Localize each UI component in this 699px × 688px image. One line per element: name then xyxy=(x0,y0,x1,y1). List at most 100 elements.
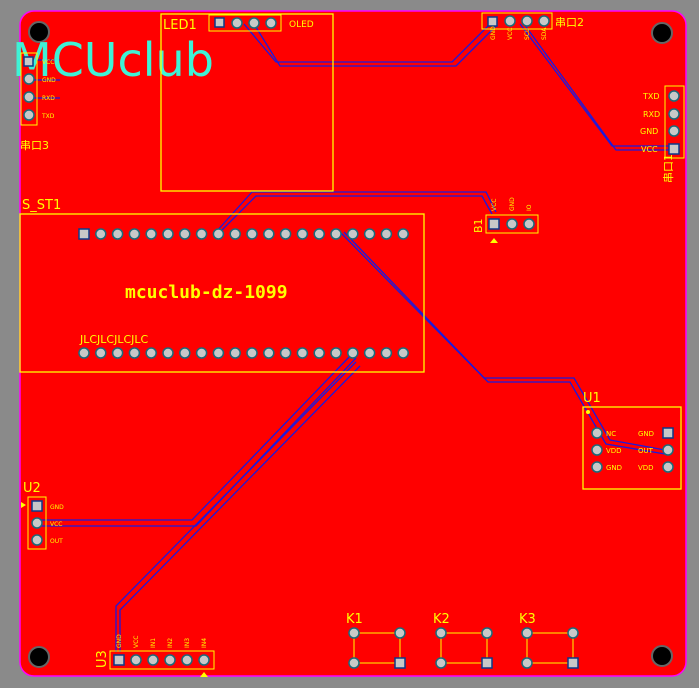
k3-outline xyxy=(526,632,574,664)
u2-pad-3 xyxy=(31,534,43,546)
u3-pin1-marker xyxy=(200,672,208,677)
s-st1-outline xyxy=(19,213,425,373)
led1-label: LED1 xyxy=(163,18,197,33)
uart2-header: 串口2 GND VCC SCL SDA xyxy=(481,12,584,40)
led1-pad-4 xyxy=(265,17,277,29)
mounting-hole-bottom-left xyxy=(28,646,50,668)
u1-outline xyxy=(582,406,682,490)
brand-logo: MCUclub xyxy=(12,33,214,87)
b1-header: B1 VCC GND IO xyxy=(472,197,539,243)
b1-label: B1 xyxy=(472,218,485,233)
b1-pin-3-label: IO xyxy=(526,204,533,211)
k2-label: K2 xyxy=(433,612,450,627)
s-st1-bottom-pad-6 xyxy=(162,347,174,359)
uart1-pin-3-label: GND xyxy=(640,127,658,136)
uart3-label: 串口3 xyxy=(20,139,49,152)
traces xyxy=(26,21,672,652)
s-st1-bottom-pad-20 xyxy=(397,347,409,359)
b1-pad-3 xyxy=(523,218,535,230)
uart2-pad-4 xyxy=(538,15,550,27)
u3-label: U3 xyxy=(95,650,110,668)
s-st1-top-pin-row xyxy=(78,228,409,240)
uart1-outline xyxy=(664,85,685,159)
u2-module: U2 GND VCC OUT xyxy=(21,481,64,550)
u1-pad-l3 xyxy=(591,461,603,473)
led1-pad-1 xyxy=(214,17,225,28)
k3-label: K3 xyxy=(519,612,536,627)
k3-pad-3 xyxy=(521,657,533,669)
k1-outline xyxy=(353,632,401,664)
s-st1-top-pad-5 xyxy=(145,228,157,240)
s-st1-bottom-pad-2 xyxy=(95,347,107,359)
u3-pin-4-label: IN2 xyxy=(167,638,174,648)
board-title: mcuclub-dz-1099 xyxy=(125,282,288,303)
s-st1-bottom-pad-19 xyxy=(380,347,393,359)
uart2-label: 串口2 xyxy=(555,16,584,29)
k3-button: K3 xyxy=(519,612,579,669)
s-st1-bottom-pad-1 xyxy=(78,347,90,359)
mounting-hole-bottom-right xyxy=(651,645,673,667)
u1-right-pin-2-label: OUT xyxy=(638,447,654,455)
s-st1-label: S_ST1 xyxy=(22,198,61,213)
mounting-holes xyxy=(28,21,673,668)
uart1-pad-3 xyxy=(668,125,680,137)
s-st1-top-pad-14 xyxy=(296,228,309,240)
u2-pin-1-label: GND xyxy=(50,504,64,511)
uart3-pad-4 xyxy=(23,109,35,121)
b1-pin-2-label: GND xyxy=(509,197,516,211)
s-st1-bottom-pad-7 xyxy=(179,347,191,359)
s-st1-bottom-pad-11 xyxy=(246,347,258,359)
k3-pad-2 xyxy=(567,627,579,639)
u1-pad-r3 xyxy=(662,461,674,473)
uart3-pin-4-label: TXD xyxy=(41,113,55,120)
led1-module: LED1 OLED xyxy=(160,13,334,192)
s-st1-bottom-pad-17 xyxy=(347,347,359,359)
u2-pin-3-label: OUT xyxy=(50,538,63,545)
uart2-pad-1 xyxy=(487,16,498,27)
k1-pad-3 xyxy=(348,657,360,669)
u3-module: U3 GND VCC IN1 IN2 IN3 IN4 xyxy=(95,634,215,677)
u3-outline xyxy=(109,650,215,670)
uart1-pin-2-label: RXD xyxy=(643,110,660,119)
k2-button: K2 xyxy=(433,612,493,669)
uart1-header: TXD RXD GND VCC 串口1 xyxy=(640,85,685,183)
led1-header-outline xyxy=(208,14,282,32)
k2-pad-3 xyxy=(435,657,447,669)
s-st1-top-pad-7 xyxy=(179,228,191,240)
k3-pad-4 xyxy=(567,657,579,669)
s-st1-top-pad-3 xyxy=(111,228,124,240)
s-st1-bottom-pad-18 xyxy=(363,347,376,359)
uart1-pad-4 xyxy=(668,143,680,155)
uart3-pad-1 xyxy=(23,56,34,67)
uart2-pin-4-label: SDA xyxy=(541,27,548,40)
uart1-label: 串口1 xyxy=(662,154,675,183)
u3-pin-2-label: VCC xyxy=(133,636,140,648)
uart3-pin-3-label: RXD xyxy=(42,95,55,102)
u1-pad-l1 xyxy=(591,427,603,439)
u3-pad-3 xyxy=(147,654,159,666)
k1-label: K1 xyxy=(346,612,363,627)
uart2-outline xyxy=(481,12,553,30)
uart3-header: VCC GND RXD TXD 串口3 xyxy=(20,52,56,152)
s-st1-bottom-pin-row xyxy=(78,347,409,359)
u3-pin-1-label: GND xyxy=(116,634,123,648)
led1-outline xyxy=(160,13,334,192)
s-st1-top-pad-1 xyxy=(78,228,90,240)
u2-pin1-marker xyxy=(21,502,26,508)
u3-pad-1 xyxy=(113,654,125,666)
u2-outline xyxy=(27,496,47,550)
s-st1-bottom-pad-15 xyxy=(313,347,325,359)
uart3-outline xyxy=(20,52,38,126)
k2-pad-4 xyxy=(481,657,493,669)
s-st1-bottom-pad-3 xyxy=(111,347,124,359)
u1-left-pin-2-label: VDD xyxy=(606,447,622,455)
s-st1-top-pad-20 xyxy=(397,228,409,240)
s-st1-bottom-pad-16 xyxy=(330,347,342,359)
uart1-pad-1 xyxy=(668,90,680,102)
b1-pin-1-label: VCC xyxy=(491,199,498,211)
s-st1-top-pad-18 xyxy=(363,228,376,240)
k1-pad-1 xyxy=(348,627,360,639)
s-st1-module: S_ST1 mcuclub-dz-1099 JLCJLCJLCJLC xyxy=(19,198,425,373)
b1-pin1-marker xyxy=(490,238,498,243)
